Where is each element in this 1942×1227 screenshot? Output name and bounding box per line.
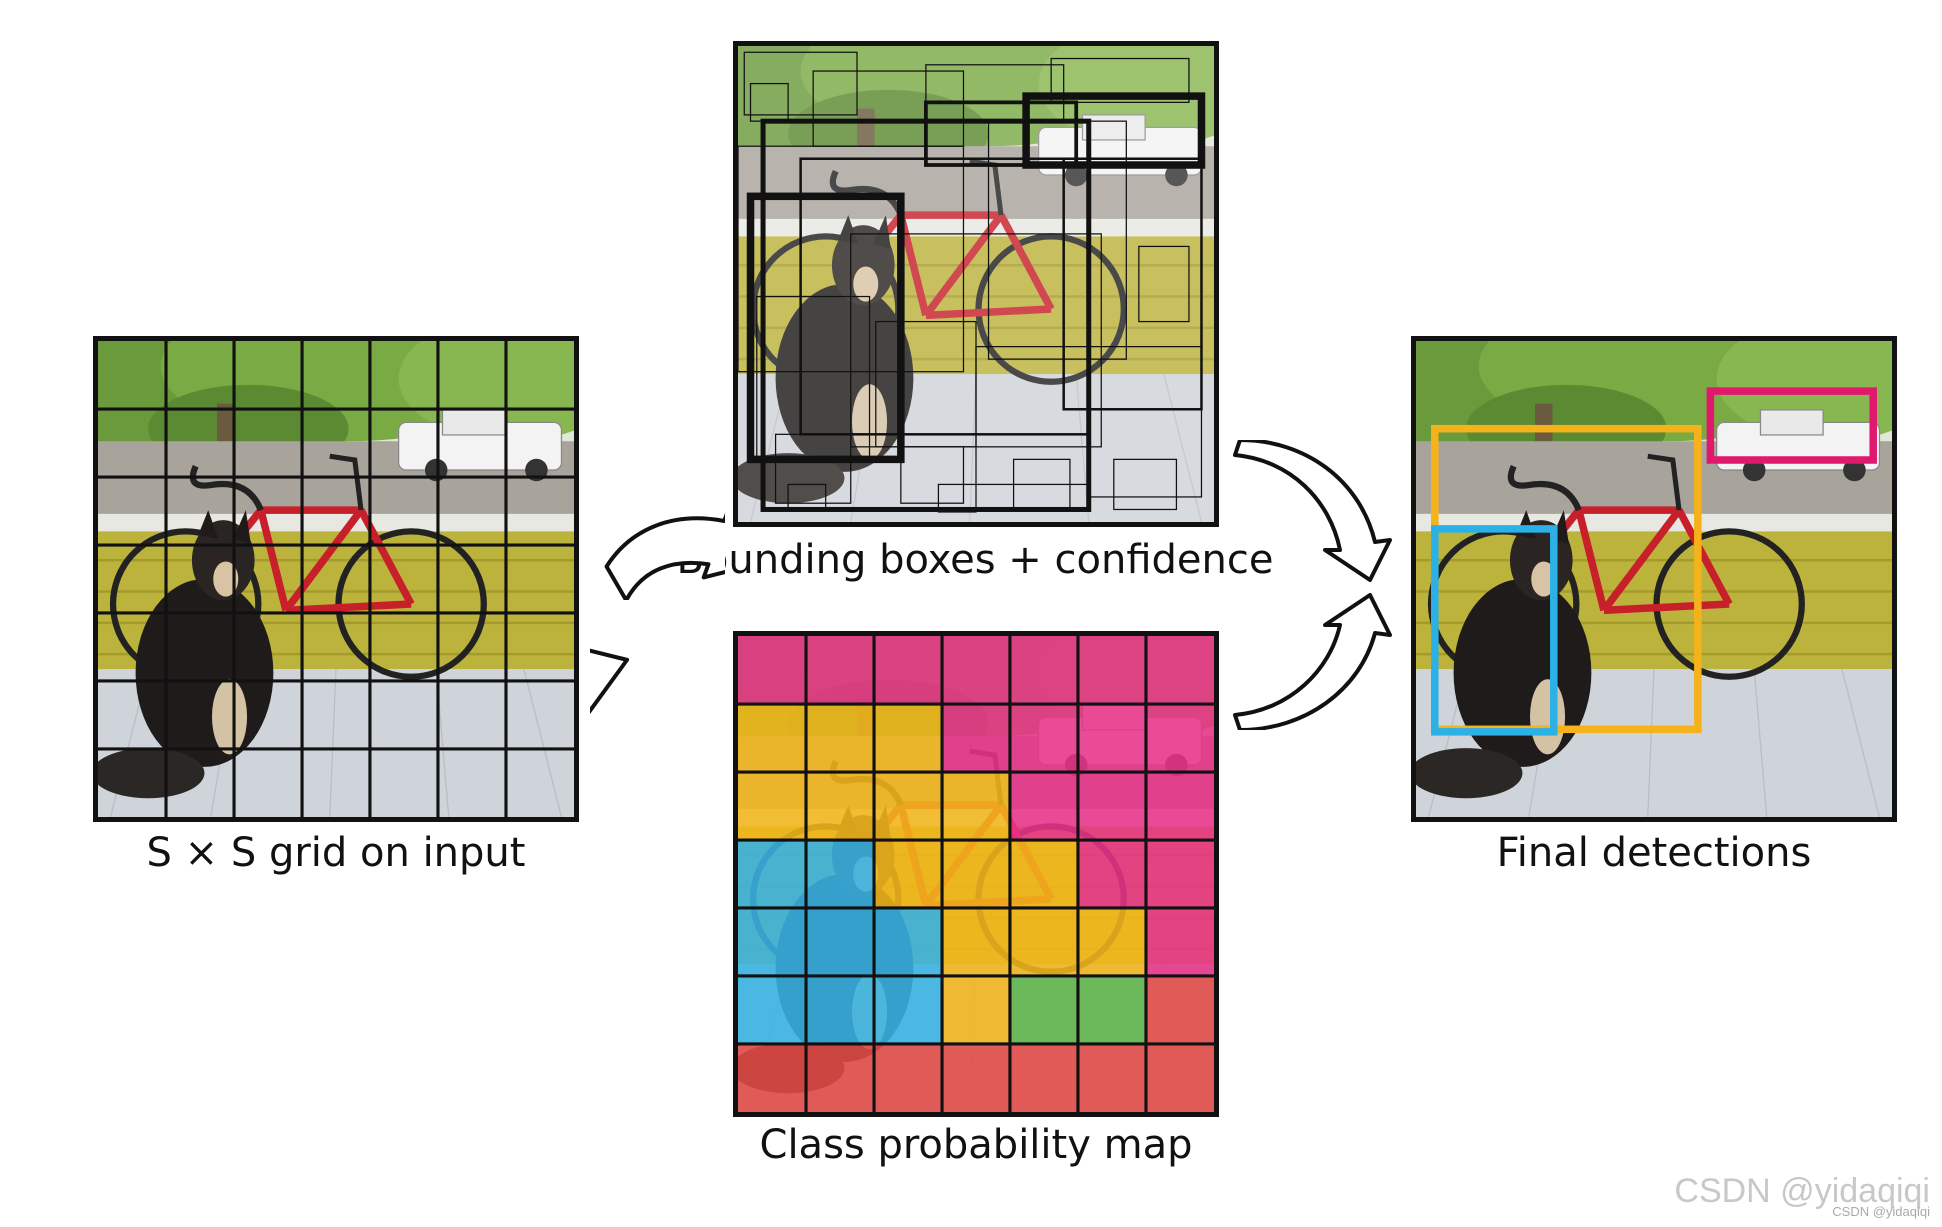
bounding-boxes-panel: [733, 41, 1219, 527]
arrow-to-class-map: [590, 578, 642, 730]
class-cell-blue: [806, 908, 874, 976]
class-probability-panel: [733, 631, 1219, 1117]
class-cell-red: [942, 1044, 1010, 1112]
class-cell-green: [1010, 976, 1078, 1044]
class-cell-yellow: [942, 976, 1010, 1044]
class-cell-red: [1010, 1044, 1078, 1112]
class-cell-yellow: [738, 772, 806, 840]
class-cell-yellow: [806, 772, 874, 840]
class-cell-red: [1146, 1044, 1214, 1112]
class-cell-yellow: [1010, 908, 1078, 976]
final-detections-panel: [1411, 336, 1897, 822]
class-cell-pink: [1078, 636, 1146, 704]
class-cell-pink: [1078, 840, 1146, 908]
watermark-text: CSDN @yidaqiqi: [1674, 1172, 1930, 1210]
class-cell-yellow: [1078, 908, 1146, 976]
final-detections-caption: Final detections: [1496, 830, 1812, 876]
class-cell-yellow: [942, 772, 1010, 840]
class-cell-pink: [1146, 908, 1214, 976]
class-cell-blue: [874, 908, 942, 976]
class-cell-red: [874, 1044, 942, 1112]
class-cell-blue: [738, 976, 806, 1044]
class-cell-green: [1078, 976, 1146, 1044]
class-cell-blue: [738, 840, 806, 908]
class-cell-yellow: [738, 704, 806, 772]
bounding-box-group: [738, 51, 1206, 513]
class-probability-caption: Class probability map: [759, 1122, 1193, 1168]
bounding-boxes-image: [738, 46, 1214, 522]
class-cell-yellow: [942, 840, 1010, 908]
class-cell-pink: [738, 636, 806, 704]
class-cell-pink: [1146, 636, 1214, 704]
class-cell-yellow: [874, 772, 942, 840]
class-cell-yellow: [874, 704, 942, 772]
final-detections-image: [1416, 341, 1892, 817]
class-cell-red: [1078, 1044, 1146, 1112]
class-cell-pink: [942, 704, 1010, 772]
watermark-small-text: CSDN @yidaqiqi: [1832, 1204, 1930, 1219]
class-cell-pink: [1010, 772, 1078, 840]
class-cell-pink: [1010, 636, 1078, 704]
grid-input-panel: [93, 336, 579, 822]
arrow-from-bounding-boxes: [1233, 440, 1392, 582]
class-cell-pink: [1078, 704, 1146, 772]
class-cell-pink: [942, 636, 1010, 704]
class-cell-yellow: [806, 704, 874, 772]
class-cell-pink: [1078, 772, 1146, 840]
detection-box-car: [1706, 387, 1877, 464]
class-cell-yellow: [874, 840, 942, 908]
grid-input-image: [98, 341, 574, 817]
class-cell-yellow: [1010, 840, 1078, 908]
class-cell-pink: [1010, 704, 1078, 772]
class-cell-pink: [806, 636, 874, 704]
arrow-from-class-map: [1233, 593, 1392, 730]
class-cell-blue: [806, 976, 874, 1044]
class-cell-red: [1146, 976, 1214, 1044]
class-cell-pink: [1146, 704, 1214, 772]
class-cell-red: [806, 1044, 874, 1112]
class-cell-blue: [874, 976, 942, 1044]
class-cell-pink: [1146, 772, 1214, 840]
class-probability-map: [738, 636, 1214, 1112]
grid-input-caption: S × S grid on input: [146, 830, 526, 876]
class-cell-blue: [806, 840, 874, 908]
bounding-boxes-caption: Bounding boxes + confidence: [676, 537, 1274, 583]
watermark: CSDN @yidaqiqi CSDN @yidaqiqi: [1674, 1172, 1930, 1219]
class-cell-yellow: [942, 908, 1010, 976]
class-cell-pink: [1146, 840, 1214, 908]
class-cell-blue: [738, 908, 806, 976]
class-cell-red: [738, 1044, 806, 1112]
class-cell-pink: [874, 636, 942, 704]
detection-box-dog: [1431, 525, 1558, 736]
